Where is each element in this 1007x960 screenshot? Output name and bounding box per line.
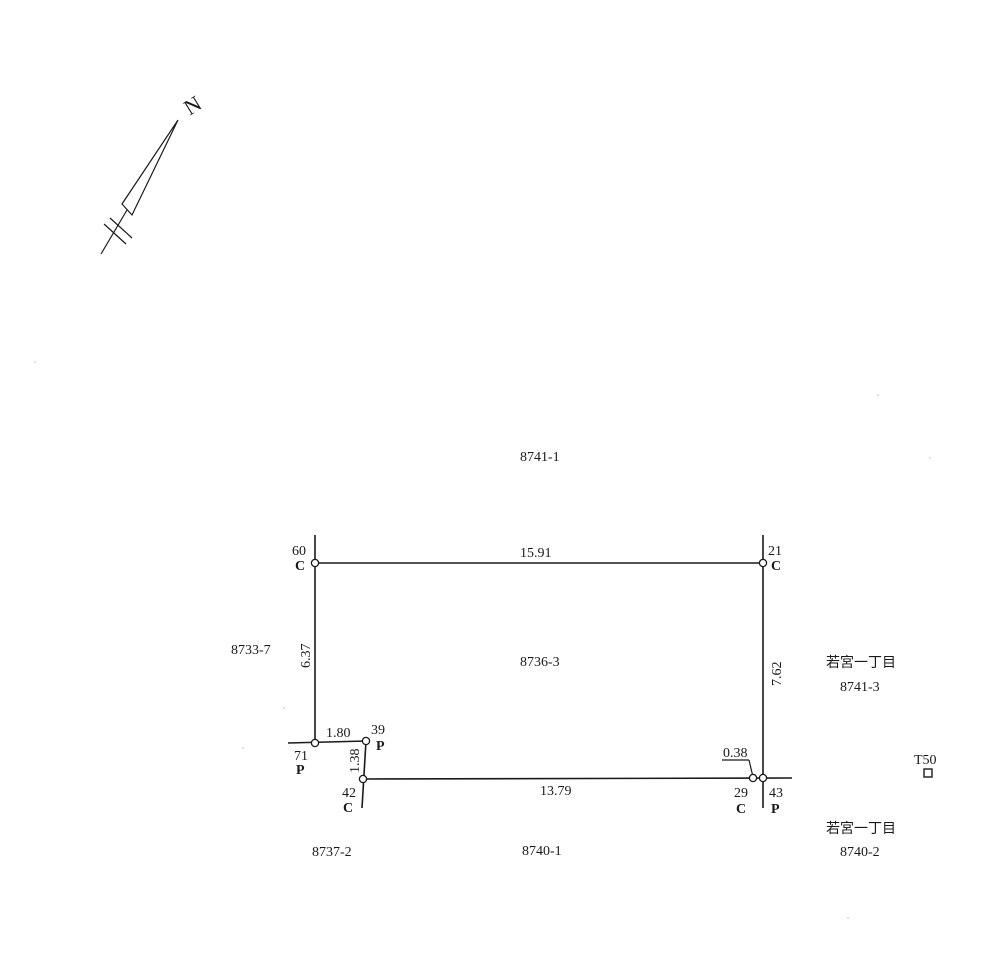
parcel-labels: 8741-1 8736-3 8733-7 若宮一丁目 8741-3 8737-2… — [231, 450, 896, 860]
parcel-bottom-right: 8740-2 — [840, 845, 880, 860]
point-number-21: 21 — [768, 544, 782, 559]
point-code-39: P — [376, 739, 385, 754]
point-code-60: C — [295, 559, 305, 574]
dimension-right: 7.62 — [770, 662, 785, 687]
north-letter: N — [179, 90, 206, 120]
point-code-43: P — [771, 802, 780, 817]
notch-horizontal — [287, 740, 367, 744]
point-number-43: 43 — [769, 786, 783, 801]
parcel-right: 8741-3 — [840, 680, 880, 695]
dimension-top: 15.91 — [520, 546, 552, 561]
town-name-right: 若宮一丁目 — [826, 655, 896, 671]
parcel-left: 8733-7 — [231, 643, 271, 658]
point-marker-71 — [310, 738, 320, 748]
point-number-39: 39 — [371, 723, 385, 738]
point-labels: 60 C 21 C 71 P 39 P 42 C 29 C 43 P — [292, 544, 783, 817]
bottom-boundary — [362, 777, 793, 780]
town-name-bottom-right: 若宮一丁目 — [826, 821, 896, 837]
point-marker-60 — [310, 558, 320, 568]
point-code-21: C — [771, 559, 781, 574]
point-marker-39 — [361, 736, 371, 746]
point-code-71: P — [296, 763, 305, 778]
parcel-bottom-left: 8737-2 — [312, 845, 352, 860]
boundary-lines — [287, 535, 793, 809]
dimension-labels: 15.91 6.37 7.62 13.79 1.80 1.38 0.38 — [299, 546, 785, 799]
parcel-bottom: 8740-1 — [522, 844, 562, 859]
point-number-71: 71 — [294, 749, 308, 764]
point-code-29: C — [736, 802, 746, 817]
north-arrow-icon: N — [100, 90, 206, 255]
dimension-notch-horizontal: 1.80 — [326, 726, 351, 741]
dimension-bottom: 13.79 — [540, 784, 572, 799]
benchmark-label: T50 — [914, 753, 937, 768]
point-marker-43 — [758, 773, 768, 783]
point-number-60: 60 — [292, 544, 306, 559]
point-marker-42 — [358, 774, 368, 784]
benchmark: T50 — [914, 753, 937, 778]
dimension-notch-vertical: 1.38 — [348, 749, 363, 774]
benchmark-square-icon — [923, 768, 933, 778]
parcel-top: 8741-1 — [520, 450, 560, 465]
point-marker-29 — [748, 773, 758, 783]
point-marker-21 — [758, 558, 768, 568]
point-number-29: 29 — [734, 786, 748, 801]
point-code-42: C — [343, 801, 353, 816]
boundary-point-markers — [310, 558, 768, 784]
notch-vertical — [361, 740, 367, 809]
point-number-42: 42 — [342, 786, 356, 801]
dimension-left: 6.37 — [299, 644, 314, 669]
parcel-center: 8736-3 — [520, 655, 560, 670]
scan-specks — [34, 361, 931, 919]
dimension-corner-offset: 0.38 — [723, 746, 748, 761]
